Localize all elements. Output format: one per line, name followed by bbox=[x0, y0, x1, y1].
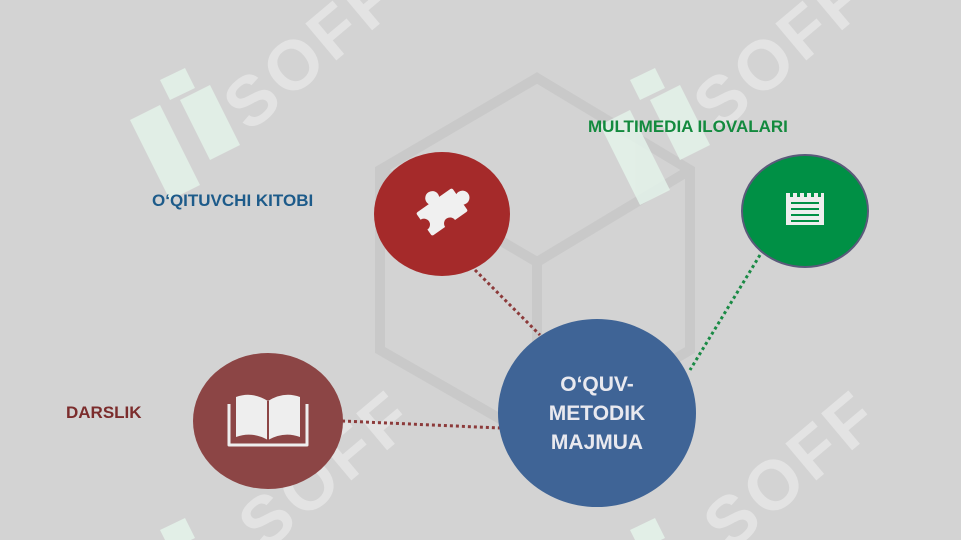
soff-logo-icon bbox=[130, 68, 240, 200]
center-node-label: O‘QUV- METODIK MAJMUA bbox=[498, 370, 696, 457]
center-label-line-1: O‘QUV- bbox=[560, 373, 634, 396]
label-teacher-book: O‘QITUVCHI KITOBI bbox=[152, 191, 314, 210]
connector-teacher bbox=[473, 268, 542, 337]
puzzle-icon bbox=[416, 188, 470, 236]
open-book-icon bbox=[227, 394, 309, 447]
center-label-line-3: MAJMUA bbox=[550, 431, 644, 454]
soff-logo-icon bbox=[600, 68, 710, 205]
label-multimedia: MULTIMEDIA ILOVALARI bbox=[588, 117, 788, 136]
soff-logo-icon bbox=[160, 518, 665, 540]
notepad-icon bbox=[786, 190, 824, 225]
connector-textbook bbox=[341, 419, 501, 430]
center-label-line-2: METODIK bbox=[548, 402, 646, 425]
label-textbook: DARSLIK bbox=[66, 403, 142, 422]
node-center bbox=[498, 319, 696, 507]
connector-multimedia bbox=[688, 254, 762, 371]
